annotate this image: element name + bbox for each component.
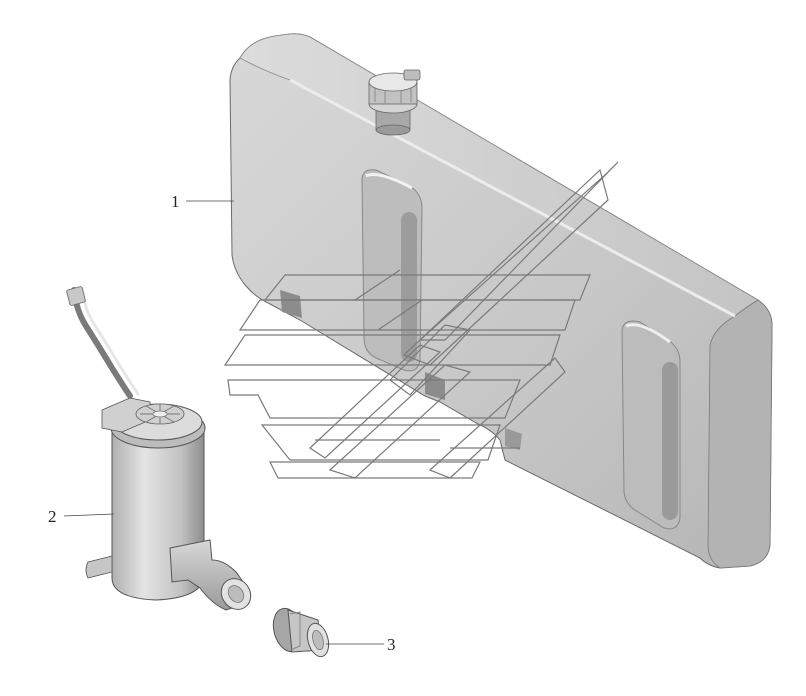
washer-pump (66, 286, 252, 611)
pump-wire (71, 287, 133, 399)
tank-body (229, 33, 773, 569)
tank-mount-tab-left (280, 290, 302, 318)
washer-tank (229, 33, 773, 569)
callout-part-3: 3 (387, 635, 396, 654)
tank-mount-tab-right (505, 428, 522, 450)
callout-part-2: 2 (48, 507, 57, 526)
tank-filler-cap (368, 69, 421, 136)
leader-line-2 (63, 513, 115, 517)
wire-connector (66, 286, 86, 306)
grommet (272, 607, 330, 658)
callout-part-1: 1 (171, 192, 180, 211)
watermark-logo (223, 161, 619, 479)
tank-end-face (707, 299, 773, 569)
